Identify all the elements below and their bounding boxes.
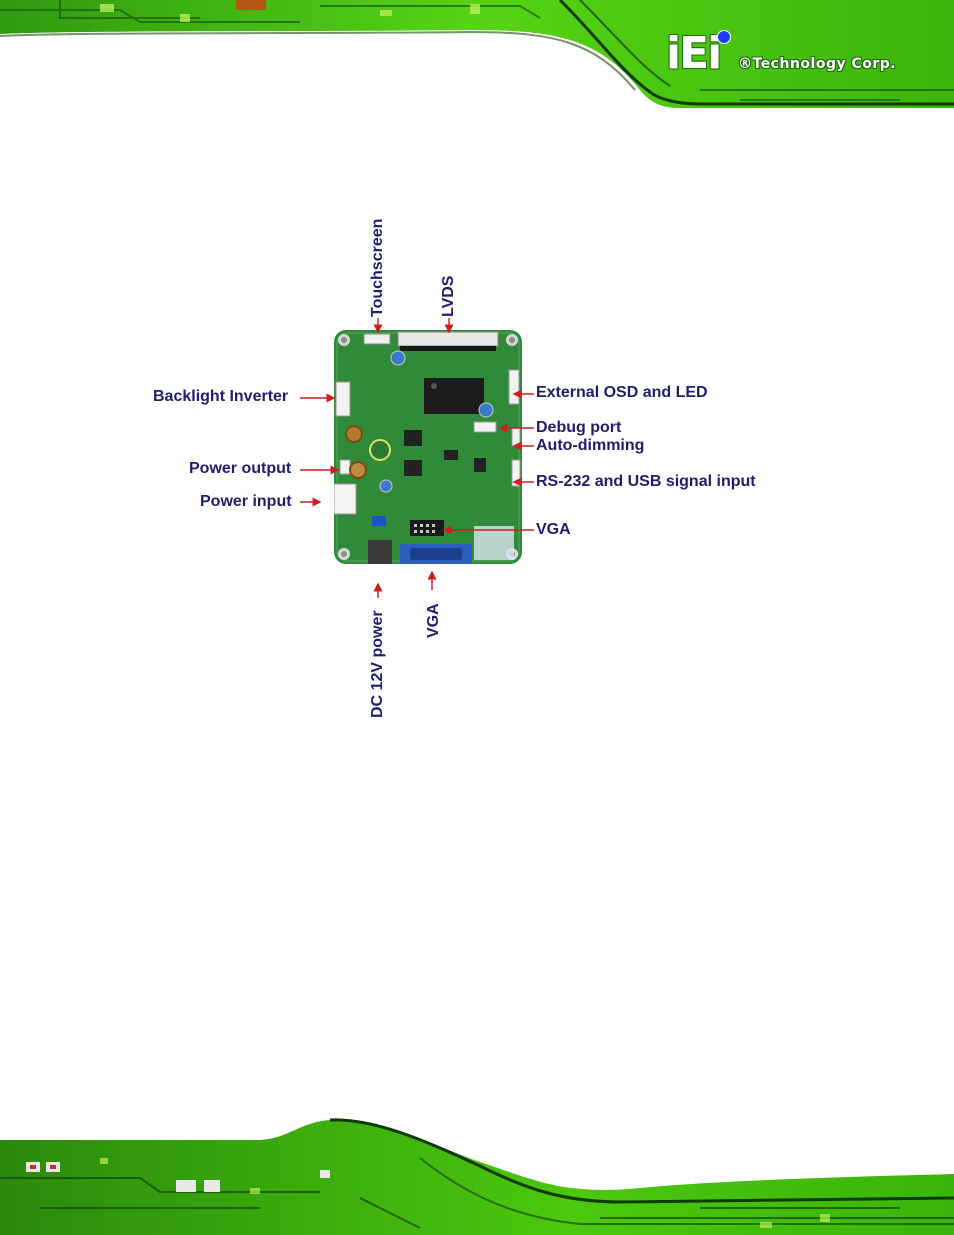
logo-dot-icon: [717, 30, 731, 44]
label-external-osd-led: External OSD and LED: [536, 384, 708, 401]
label-rs232-usb: RS-232 and USB signal input: [536, 473, 756, 490]
label-vga-bottom: VGA: [425, 603, 442, 638]
header-banner: iEi ®Technology Corp.: [0, 0, 954, 112]
board-illustration: [333, 330, 522, 564]
company-logo: iEi ®Technology Corp.: [666, 28, 936, 80]
logo-mark: iEi: [666, 28, 722, 79]
label-lvds: LVDS: [440, 275, 457, 317]
label-dc-12v-power: DC 12V power: [369, 610, 386, 718]
label-power-output: Power output: [189, 460, 292, 477]
label-auto-dimming: Auto-dimming: [536, 437, 645, 454]
label-power-input: Power input: [200, 493, 292, 510]
label-vga-right: VGA: [536, 521, 571, 538]
label-touchscreen: Touchscreen: [369, 218, 386, 317]
label-debug-port: Debug port: [536, 419, 622, 436]
footer-banner: [0, 1118, 954, 1235]
label-backlight-inverter: Backlight Inverter: [153, 388, 289, 405]
logo-tagline: ®Technology Corp.: [738, 56, 897, 72]
